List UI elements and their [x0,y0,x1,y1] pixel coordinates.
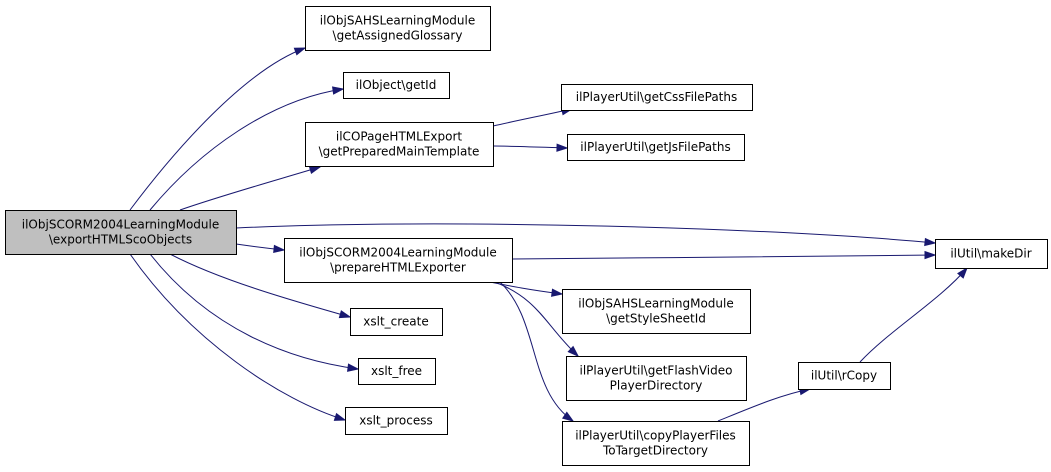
node-label-line: PlayerDirectory [610,379,703,393]
edge-rCopy-to-makeDir [859,267,968,363]
node-xslt_create[interactable]: xslt_create [350,308,443,336]
node-label-line: ToTargetDirectory [602,444,708,458]
arrowhead-prepareHTMLExporter [273,244,286,254]
node-xslt_process[interactable]: xslt_process [345,407,448,435]
node-label-line: ilCOPageHTMLExport [336,130,463,144]
edge-prepareHTMLExporter-to-makeDir [511,254,936,260]
node-box [305,6,491,51]
node-box [567,134,745,161]
edge-root-to-getAssignedGlossary [129,47,306,211]
arrowhead-getFlashVideoPlayerDirectory [567,345,580,358]
node-getId[interactable]: ilObject\getId [343,72,450,99]
arrowhead-xslt_create [338,310,352,319]
node-getAssignedGlossary[interactable]: ilObjSAHSLearningModule\getAssignedGloss… [305,6,491,51]
edge-root-to-xslt_create [169,253,351,318]
node-label-line: ilUtil\makeDir [950,247,1031,261]
node-label-line: ilPlayerUtil\getFlashVideo [580,364,733,378]
node-prepareHTMLExporter[interactable]: ilObjSCORM2004LearningModule\prepareHTML… [284,238,513,283]
node-box [345,407,448,435]
node-box [798,362,891,390]
arrowhead-getAssignedGlossary [293,47,307,56]
node-label-line: xslt_free [371,364,422,378]
nodes: ilObjSCORM2004LearningModule\exportHTMLS… [5,6,1048,466]
node-label-line: ilPlayerUtil\copyPlayerFiles [575,429,736,443]
node-box [5,210,237,255]
node-label-line: ilObjSCORM2004LearningModule [22,218,219,232]
node-label-line: ilPlayerUtil\getJsFilePaths [580,140,730,154]
arrowhead-getId [332,86,345,95]
node-label-line: ilObjSAHSLearningModule [578,297,733,311]
node-label-line: \prepareHTMLExporter [330,261,466,275]
node-label-line: ilUtil\rCopy [811,369,877,383]
node-root[interactable]: ilObjSCORM2004LearningModule\exportHTMLS… [5,210,237,255]
node-box [343,72,450,99]
arrowhead-xslt_free [347,363,360,372]
node-getCssFilePaths[interactable]: ilPlayerUtil\getCssFilePaths [561,84,753,111]
node-label-line: \getStyleSheetId [606,312,706,326]
node-getFlashVideoPlayerDirectory[interactable]: ilPlayerUtil\getFlashVideoPlayerDirector… [566,356,747,401]
edges [129,47,968,422]
node-box [350,308,443,336]
node-box [566,356,747,401]
arrowhead-makeDir [924,237,937,247]
node-label-line: \getAssignedGlossary [333,29,463,43]
node-copyPlayerFilesToTargetDirectory[interactable]: ilPlayerUtil\copyPlayerFilesToTargetDire… [562,421,750,466]
node-getPreparedMainTemplate[interactable]: ilCOPageHTMLExport\getPreparedMainTempla… [305,122,494,167]
node-label-line: ilObjSAHSLearningModule [320,14,475,28]
node-label-line: ilObjSCORM2004LearningModule [299,246,496,260]
node-label-line: \getPreparedMainTemplate [319,145,480,159]
node-box [305,122,494,167]
edge-prepareHTMLExporter-to-getStyleSheetId [489,281,563,295]
node-box [561,84,753,111]
node-box [562,421,750,466]
node-getJsFilePaths[interactable]: ilPlayerUtil\getJsFilePaths [567,134,745,161]
edge-getPreparedMainTemplate-to-getCssFilePaths [492,108,573,127]
node-box [358,358,436,385]
arrowhead-getPreparedMainTemplate [308,165,322,175]
node-makeDir[interactable]: ilUtil\makeDir [935,239,1048,269]
arrowhead-makeDir [957,266,968,279]
node-label-line: xslt_create [363,315,428,329]
node-label-line: ilPlayerUtil\getCssFilePaths [576,90,738,104]
edge-root-to-xslt_process [129,253,346,421]
node-box [284,238,513,283]
arrowhead-makeDir [924,250,937,260]
arrowhead-getJsFilePaths [556,143,569,152]
edge-prepareHTMLExporter-to-copyPlayerFilesToTargetDirectory [499,281,574,422]
node-rCopy[interactable]: ilUtil\rCopy [798,362,891,390]
node-box [935,239,1048,269]
arrowhead-xslt_process [333,412,347,421]
node-label-line: ilObject\getId [356,78,437,92]
node-getStyleSheetId[interactable]: ilObjSAHSLearningModule\getStyleSheetId [562,289,751,334]
node-label-line: \exportHTMLScoObjects [49,233,192,247]
edge-getPreparedMainTemplate-to-getJsFilePaths [492,145,568,149]
node-xslt_free[interactable]: xslt_free [358,358,436,385]
arrowhead-getStyleSheetId [551,288,564,297]
edge-root-to-xslt_free [149,253,359,370]
arrowhead-copyPlayerFilesToTargetDirectory [561,411,575,422]
edge-root-to-getPreparedMainTemplate [179,166,321,211]
edge-root-to-getId [149,88,344,211]
node-box [562,289,751,334]
node-label-line: xslt_process [359,414,433,428]
edge-prepareHTMLExporter-to-getFlashVideoPlayerDirectory [494,281,579,357]
edge-root-to-makeDir [235,223,936,244]
